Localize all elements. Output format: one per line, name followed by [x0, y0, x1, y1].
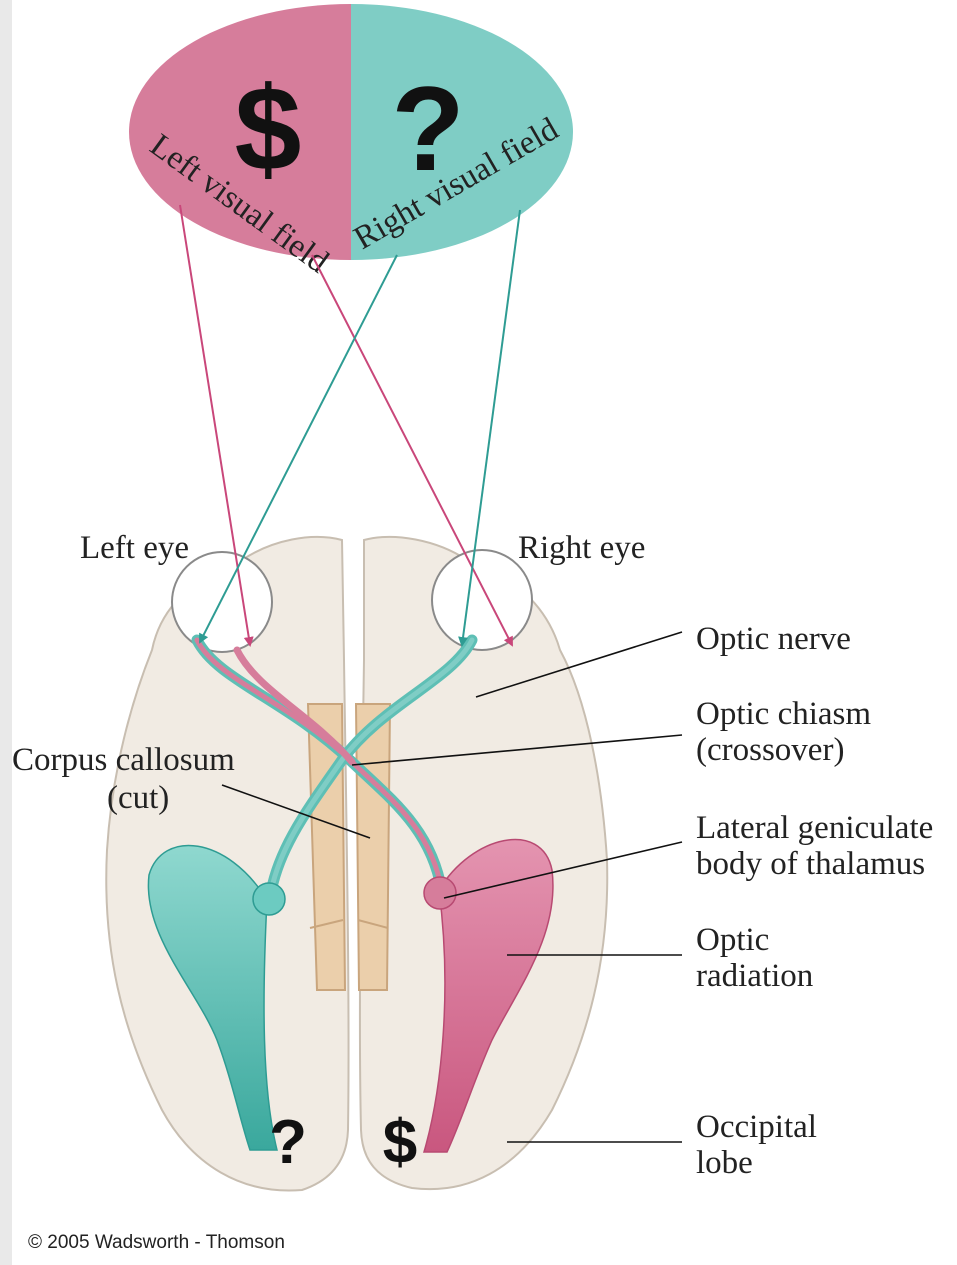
- left-lobe-symbol: ?: [269, 1108, 307, 1177]
- lgn-sublabel: body of thalamus: [696, 846, 925, 882]
- brain-illustration: [106, 537, 607, 1191]
- visual-pathway-diagram: $ ? Left visual field Right visual field: [12, 0, 957, 1265]
- left-lateral-geniculate: [253, 883, 285, 915]
- right-eye-label: Right eye: [518, 530, 645, 566]
- corpus-callosum-sublabel: (cut): [107, 780, 169, 816]
- corpus-callosum-right: [356, 704, 390, 990]
- optic-chiasm-label: Optic chiasm: [696, 696, 871, 732]
- left-eyeball: [172, 552, 272, 652]
- occipital-lobe-label: Occipital: [696, 1109, 817, 1145]
- right-lateral-geniculate: [424, 877, 456, 909]
- occipital-lobe-sublabel: lobe: [696, 1145, 753, 1181]
- corpus-callosum-label: Corpus callosum: [12, 742, 235, 778]
- optic-radiation-label: Optic: [696, 922, 769, 958]
- optic-chiasm-sublabel: (crossover): [696, 732, 844, 768]
- left-eye-label: Left eye: [80, 530, 189, 566]
- right-lobe-symbol: $: [383, 1108, 417, 1177]
- left-field-symbol: $: [235, 62, 302, 196]
- optic-nerve-label: Optic nerve: [696, 621, 851, 657]
- right-eyeball: [432, 550, 532, 650]
- copyright-text: © 2005 Wadsworth - Thomson: [28, 1232, 285, 1253]
- diagram-canvas: $ ? Left visual field Right visual field: [12, 0, 957, 1265]
- optic-radiation-sublabel: radiation: [696, 958, 813, 994]
- lgn-label: Lateral geniculate: [696, 810, 933, 846]
